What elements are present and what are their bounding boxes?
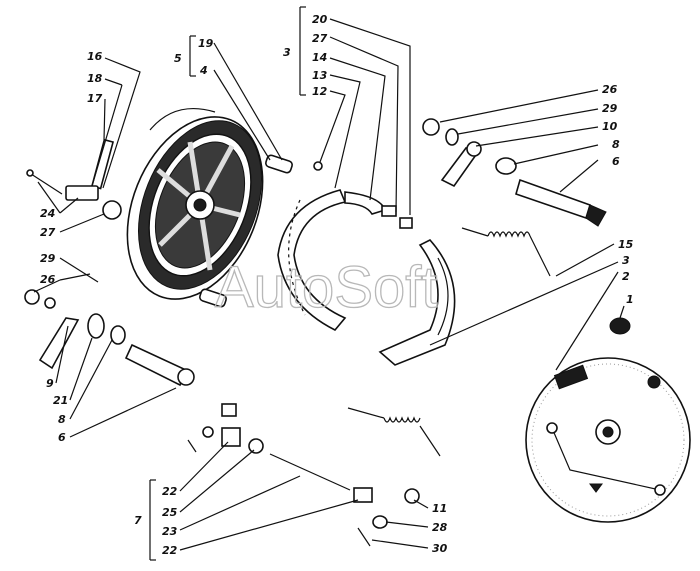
label-24: 24 — [40, 207, 55, 220]
callout-labels: 20 27 3 14 13 12 19 5 4 16 18 17 24 27 2… — [40, 13, 634, 557]
return-spring-lower — [347, 407, 441, 457]
bolt-17 — [90, 138, 115, 190]
label-18: 18 — [87, 72, 103, 85]
nut-washer-left — [24, 289, 56, 309]
label-30: 30 — [432, 542, 448, 555]
label-25: 25 — [162, 506, 178, 519]
label-22-lower: 22 — [162, 544, 178, 557]
adjuster-bolt — [187, 403, 264, 454]
lever-9 — [38, 317, 80, 370]
label-7: 7 — [134, 514, 142, 527]
washer-29-right — [445, 128, 459, 146]
adjuster-rod-7 — [269, 453, 420, 547]
label-8-right: 8 — [612, 138, 620, 151]
washer-21 — [87, 313, 105, 339]
pin-19 — [265, 154, 293, 174]
label-17: 17 — [87, 92, 103, 105]
leader-lines — [33, 6, 625, 561]
label-22-upper: 22 — [162, 485, 178, 498]
label-26-left: 26 — [40, 273, 56, 286]
label-6-left: 6 — [58, 431, 66, 444]
backing-plate — [525, 357, 691, 523]
label-28: 28 — [432, 521, 448, 534]
label-20: 20 — [312, 13, 328, 26]
cotter-pin-24 — [26, 169, 63, 195]
label-13: 13 — [312, 69, 328, 82]
label-15: 15 — [618, 238, 634, 251]
label-10: 10 — [602, 120, 618, 133]
label-12: 12 — [312, 85, 328, 98]
camshaft-6-right — [515, 178, 607, 227]
label-14: 14 — [312, 51, 327, 64]
label-6-right: 6 — [612, 155, 620, 168]
label-21: 21 — [53, 394, 68, 407]
brake-shoe-left — [277, 189, 387, 331]
nut-27-left — [65, 185, 122, 220]
washer-8-left — [110, 325, 126, 345]
label-1: 1 — [626, 293, 634, 306]
watermark: AutoSoft — [215, 255, 437, 320]
label-16: 16 — [87, 50, 103, 63]
camshaft-6-left — [124, 343, 195, 387]
label-19: 19 — [198, 37, 214, 50]
pin-4 — [199, 288, 227, 308]
label-2: 2 — [622, 270, 630, 283]
return-spring-upper — [461, 227, 551, 277]
label-8-left: 8 — [58, 413, 66, 426]
label-4: 4 — [199, 64, 208, 77]
brake-drum — [126, 108, 264, 300]
label-23: 23 — [162, 525, 178, 538]
label-3: 3 — [283, 46, 291, 59]
plug-1 — [609, 317, 631, 335]
brake-shoe-right — [378, 239, 456, 366]
label-27-left: 27 — [40, 226, 56, 239]
label-29-right: 29 — [602, 102, 618, 115]
label-9: 9 — [46, 377, 54, 390]
label-26-right: 26 — [602, 83, 618, 96]
label-5: 5 — [174, 52, 182, 65]
label-3-right: 3 — [622, 254, 630, 267]
label-11: 11 — [432, 502, 447, 515]
nut-28-right — [422, 118, 440, 136]
label-29-left: 29 — [40, 252, 56, 265]
bushing-8-right — [495, 157, 517, 175]
lever-10 — [440, 141, 482, 188]
label-27: 27 — [312, 32, 328, 45]
